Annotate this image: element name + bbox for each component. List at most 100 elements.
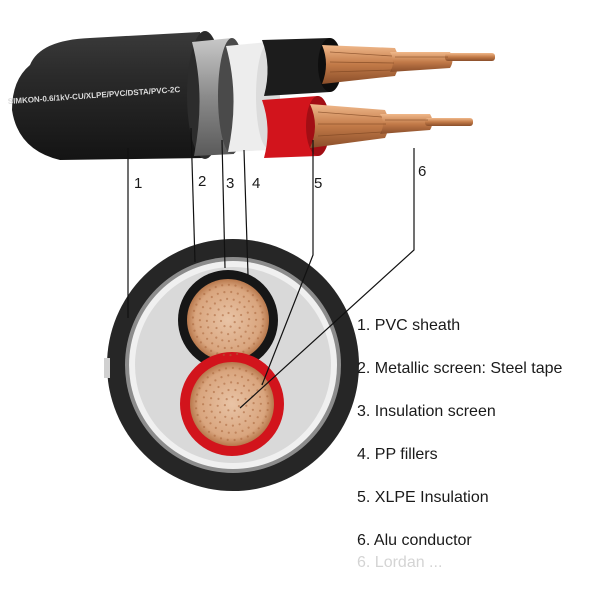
strand-dot	[220, 430, 224, 433]
strand-dot	[227, 311, 230, 315]
strand-dot	[261, 324, 264, 327]
strand-dot	[217, 385, 220, 389]
strand-dot	[223, 382, 226, 385]
leader-4	[243, 149, 249, 276]
black-core-strands-inner	[390, 52, 453, 72]
strand-dot	[192, 309, 196, 312]
strand-dot	[214, 426, 217, 429]
strand-dot	[218, 369, 221, 372]
strand-dot	[236, 292, 239, 295]
strand-dot	[216, 404, 219, 407]
strand-dot	[223, 291, 226, 294]
callout-2: 2	[198, 173, 206, 190]
strand-dot	[243, 341, 246, 345]
legend-item-faded-watermark: 6. Lordan ...	[357, 554, 443, 571]
legend-item-alu-conductor: 6. Alu conductor	[357, 532, 472, 549]
strand-dot	[244, 397, 247, 400]
leader-5	[261, 140, 314, 386]
strand-dot	[199, 312, 202, 315]
strand-dot	[196, 413, 199, 417]
strand-dot	[244, 330, 247, 333]
strand-dot	[219, 411, 222, 414]
strand-dot	[227, 283, 230, 286]
strand-dot	[219, 319, 223, 323]
strand-dot	[247, 300, 250, 303]
strand-dot	[226, 438, 229, 441]
red-core-tip	[425, 118, 473, 126]
strand-dot	[251, 331, 255, 334]
red-core-strands-inner	[380, 114, 433, 134]
strand-dot	[209, 383, 212, 387]
strand-dot	[202, 332, 205, 335]
strand-dot	[267, 402, 270, 405]
leader-lines	[127, 127, 415, 409]
strand-dot	[202, 381, 205, 384]
strand-dot	[238, 423, 241, 426]
strand-dot	[192, 323, 195, 326]
strand-dot	[240, 313, 243, 317]
strand-dot	[252, 402, 255, 405]
strand-dot	[233, 321, 236, 324]
strand-dot	[231, 417, 234, 420]
strand-dot	[238, 301, 241, 304]
strand-dot	[264, 388, 267, 391]
red-core-strands	[310, 104, 389, 148]
strand-dot	[247, 324, 250, 327]
strand-dot	[241, 429, 244, 432]
strand-dot	[216, 352, 219, 355]
strand-dot	[202, 410, 206, 413]
strand-dot	[244, 419, 247, 423]
strand-dot	[213, 416, 217, 419]
strand-dot	[233, 331, 236, 334]
strand-dot	[227, 340, 230, 343]
strand-dot	[252, 342, 256, 345]
strand-dot	[234, 284, 237, 287]
strand-dot	[199, 420, 202, 423]
strand-dot	[259, 402, 262, 405]
strand-dot	[206, 337, 209, 340]
legend-item-xlpe-insulation: 5. XLPE Insulation	[357, 489, 489, 506]
strand-dot	[240, 286, 243, 289]
strand-dot	[220, 376, 223, 379]
strand-dot	[245, 369, 248, 372]
strand-dot	[230, 381, 233, 384]
strand-dot	[198, 319, 201, 322]
strand-dot	[214, 379, 217, 382]
strand-dot	[243, 305, 246, 308]
strand-dot	[224, 415, 227, 418]
strand-dot	[266, 395, 269, 398]
strand-dot	[203, 292, 206, 296]
strand-dot	[234, 388, 237, 392]
strand-dot	[221, 314, 224, 317]
strand-dot	[227, 374, 230, 377]
strand-dot	[252, 431, 255, 434]
strand-dot	[210, 295, 213, 299]
strand-dot	[209, 403, 212, 406]
strand-dot	[232, 298, 235, 301]
section-black-core-conductor	[187, 279, 269, 361]
strand-dot	[236, 398, 240, 401]
strand-dot	[213, 434, 216, 437]
strand-dot	[251, 373, 254, 376]
strand-dot	[231, 424, 234, 427]
strand-dot	[261, 311, 264, 314]
strand-dot	[230, 305, 233, 308]
strand-dot	[212, 320, 216, 323]
strand-dot	[256, 299, 259, 302]
strand-dot	[207, 326, 210, 329]
strand-dot	[252, 421, 255, 425]
strand-dot	[247, 389, 251, 392]
strand-dot	[209, 422, 212, 425]
black-core-insulation	[262, 38, 336, 96]
strand-dot	[208, 288, 211, 291]
callout-5: 5	[314, 175, 322, 192]
strand-dot	[238, 326, 241, 329]
strand-dot	[236, 382, 239, 385]
strand-dot	[195, 407, 198, 410]
strand-dot	[209, 307, 212, 310]
strand-dot	[240, 320, 244, 323]
strand-dot	[201, 306, 205, 309]
strand-dot	[205, 319, 208, 322]
strand-dot	[204, 346, 207, 349]
strand-dot	[218, 421, 222, 424]
